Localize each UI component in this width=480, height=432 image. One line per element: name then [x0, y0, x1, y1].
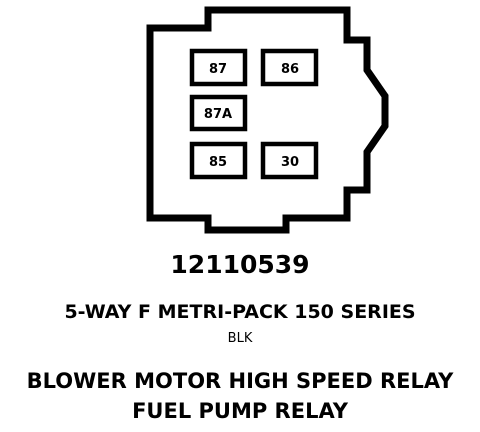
cavity-85: 85 [189, 141, 248, 180]
part-number: 12110539 [170, 250, 310, 279]
usage-line-blower-relay: BLOWER MOTOR HIGH SPEED RELAY [26, 369, 454, 393]
cavity-label-86: 86 [281, 62, 299, 77]
cavity-label-85: 85 [209, 155, 227, 170]
connector-face-diagram: 87 86 87A 85 30 [146, 6, 389, 234]
cavity-label-87: 87 [209, 62, 227, 77]
cavity-label-87a: 87A [204, 107, 232, 122]
cavity-86: 86 [260, 48, 319, 87]
cavity-87a: 87A [189, 94, 248, 132]
connector-housing-outline [146, 6, 389, 234]
connector-series: 5-WAY F METRI-PACK 150 SERIES [64, 301, 416, 323]
connector-color: BLK [227, 331, 253, 346]
cavity-label-30: 30 [281, 155, 299, 170]
cavity-87: 87 [189, 48, 248, 87]
usage-line-fuel-pump-relay: FUEL PUMP RELAY [132, 399, 348, 423]
cavity-30: 30 [260, 141, 319, 180]
